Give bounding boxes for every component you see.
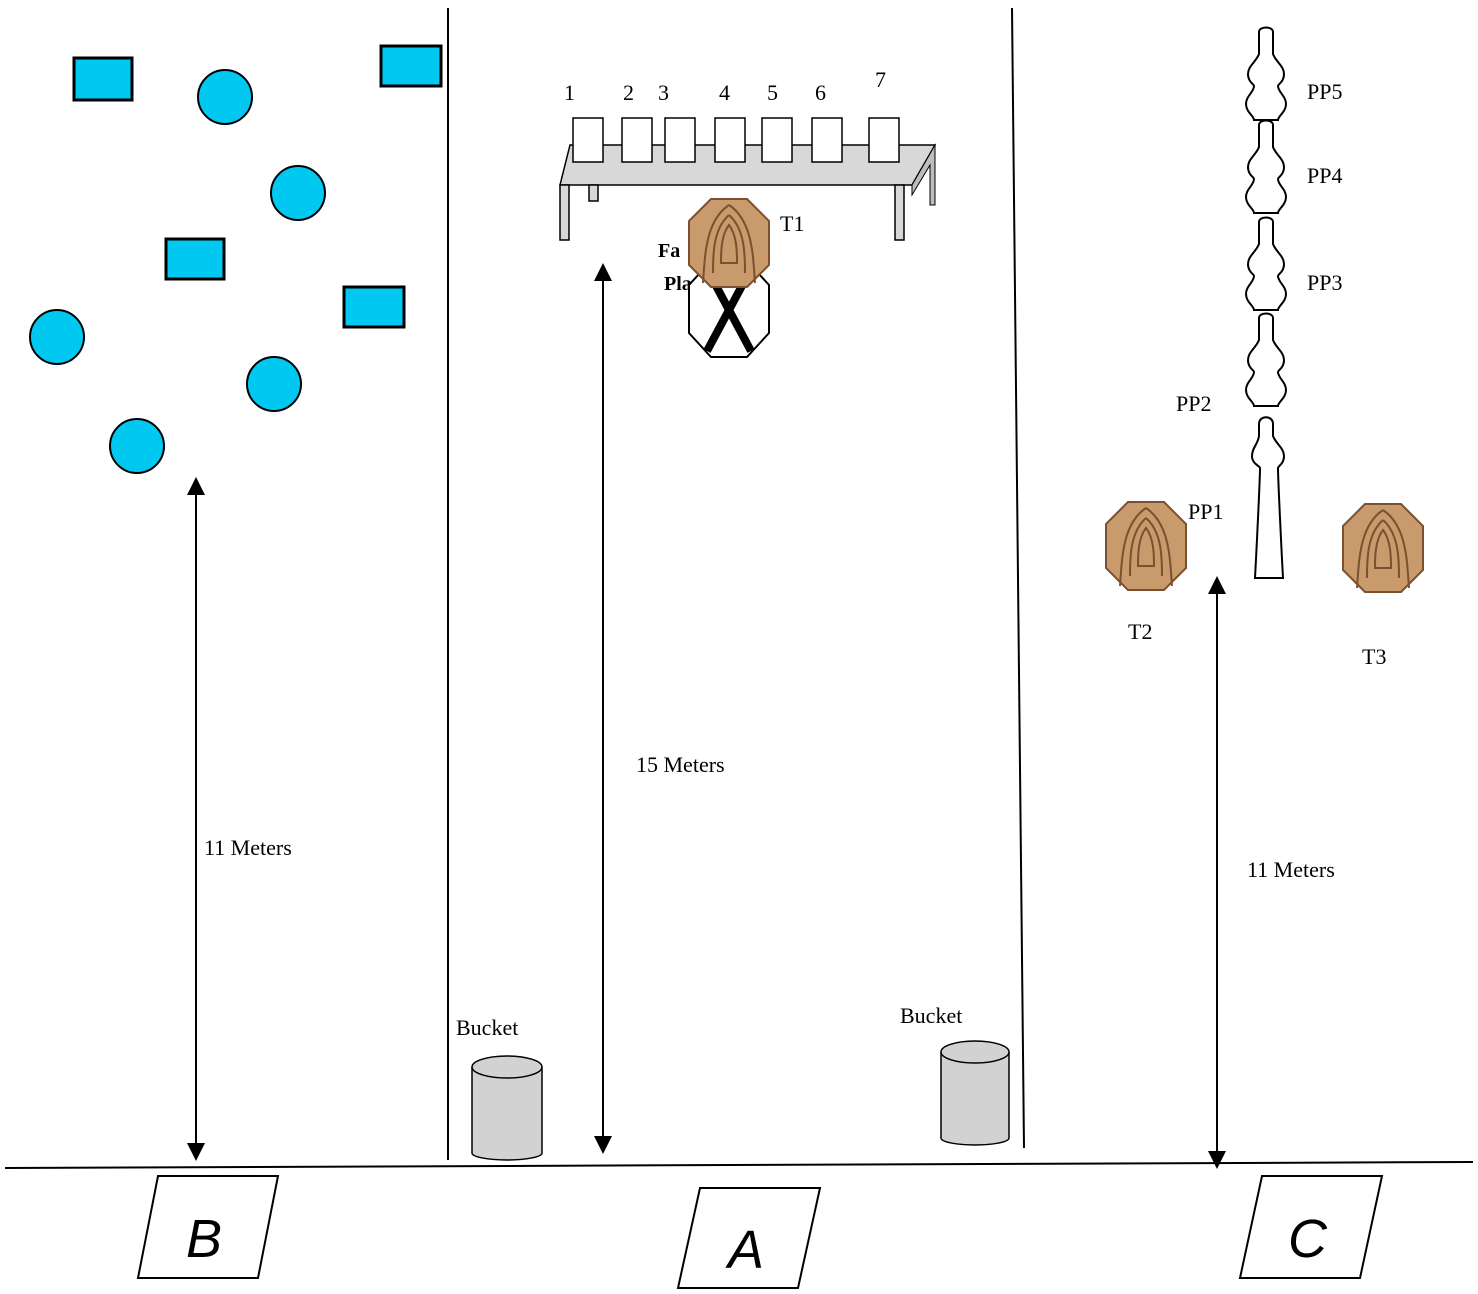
- bay-c-poppers: [1245, 26, 1287, 579]
- ground-line: [4, 1161, 1474, 1169]
- bay-b-distance-label: 11 Meters: [204, 835, 292, 860]
- table-target-6: [811, 117, 843, 163]
- popper-pp2: [1245, 312, 1287, 407]
- hidden-label-line-1: Fa: [658, 240, 680, 262]
- table-number-4: 4: [719, 80, 730, 105]
- table-leg: [559, 184, 570, 241]
- divider-right: [1011, 7, 1025, 1149]
- steel-rect-target: [342, 285, 406, 329]
- table-number-2: 2: [623, 80, 634, 105]
- popper-pp3-label: PP3: [1307, 270, 1342, 295]
- bay-c-distance-label: 11 Meters: [1247, 857, 1335, 882]
- target-t1-label: T1: [780, 211, 804, 236]
- table-number-7: 7: [875, 67, 886, 92]
- bay-c-marker: [1238, 1175, 1384, 1279]
- target-t2-label: T2: [1128, 619, 1152, 644]
- table-target-3: [664, 117, 696, 163]
- steel-rect-target: [379, 44, 443, 88]
- bucket-right-label: Bucket: [900, 1003, 962, 1028]
- steel-rect-target: [72, 56, 134, 102]
- table-number-3: 3: [658, 80, 669, 105]
- steel-rect-target: [164, 237, 226, 281]
- bay-b-letter: B: [186, 1209, 222, 1269]
- bucket-right: [940, 1040, 1010, 1146]
- steel-circle-target: [270, 165, 326, 221]
- bay-a-distance-label: 15 Meters: [636, 752, 725, 777]
- steel-circle-target: [109, 418, 165, 474]
- table-target-4: [714, 117, 746, 163]
- table-target-1: [572, 117, 604, 163]
- table-leg: [588, 184, 599, 202]
- bay-a-letter: A: [725, 1220, 764, 1280]
- hidden-label-line-2: Pla: [664, 273, 692, 295]
- steel-circle-target: [246, 356, 302, 412]
- target-t3-label: T3: [1362, 644, 1386, 669]
- table-target-boxes: [572, 117, 900, 163]
- target-t3: [1342, 503, 1424, 593]
- popper-pp4-label: PP4: [1307, 163, 1342, 188]
- popper-pp4: [1245, 119, 1287, 214]
- target-t2: [1105, 501, 1187, 591]
- steel-circle-target: [197, 69, 253, 125]
- table-target-7: [868, 117, 900, 163]
- bay-c-letter: C: [1288, 1209, 1328, 1269]
- bucket-left: [471, 1055, 543, 1161]
- table-leg: [894, 184, 905, 241]
- popper-pp1-label: PP1: [1188, 499, 1223, 524]
- bay-a-marker: [676, 1187, 822, 1289]
- popper-pp5: [1245, 26, 1287, 121]
- table-number-1: 1: [564, 80, 575, 105]
- table-target-2: [621, 117, 653, 163]
- table-target-5: [761, 117, 793, 163]
- target-t1: [688, 198, 770, 288]
- bay-b-marker: [136, 1175, 280, 1279]
- bay-b-steel-targets: [29, 44, 443, 474]
- bucket-left-label: Bucket: [456, 1015, 518, 1040]
- table-number-6: 6: [815, 80, 826, 105]
- steel-circle-target: [29, 309, 85, 365]
- target-table: [559, 143, 937, 241]
- popper-pp3: [1245, 216, 1287, 311]
- popper-pp2-label: PP2: [1176, 391, 1211, 416]
- popper-pp1: [1250, 416, 1286, 579]
- table-number-5: 5: [767, 80, 778, 105]
- popper-pp5-label: PP5: [1307, 79, 1342, 104]
